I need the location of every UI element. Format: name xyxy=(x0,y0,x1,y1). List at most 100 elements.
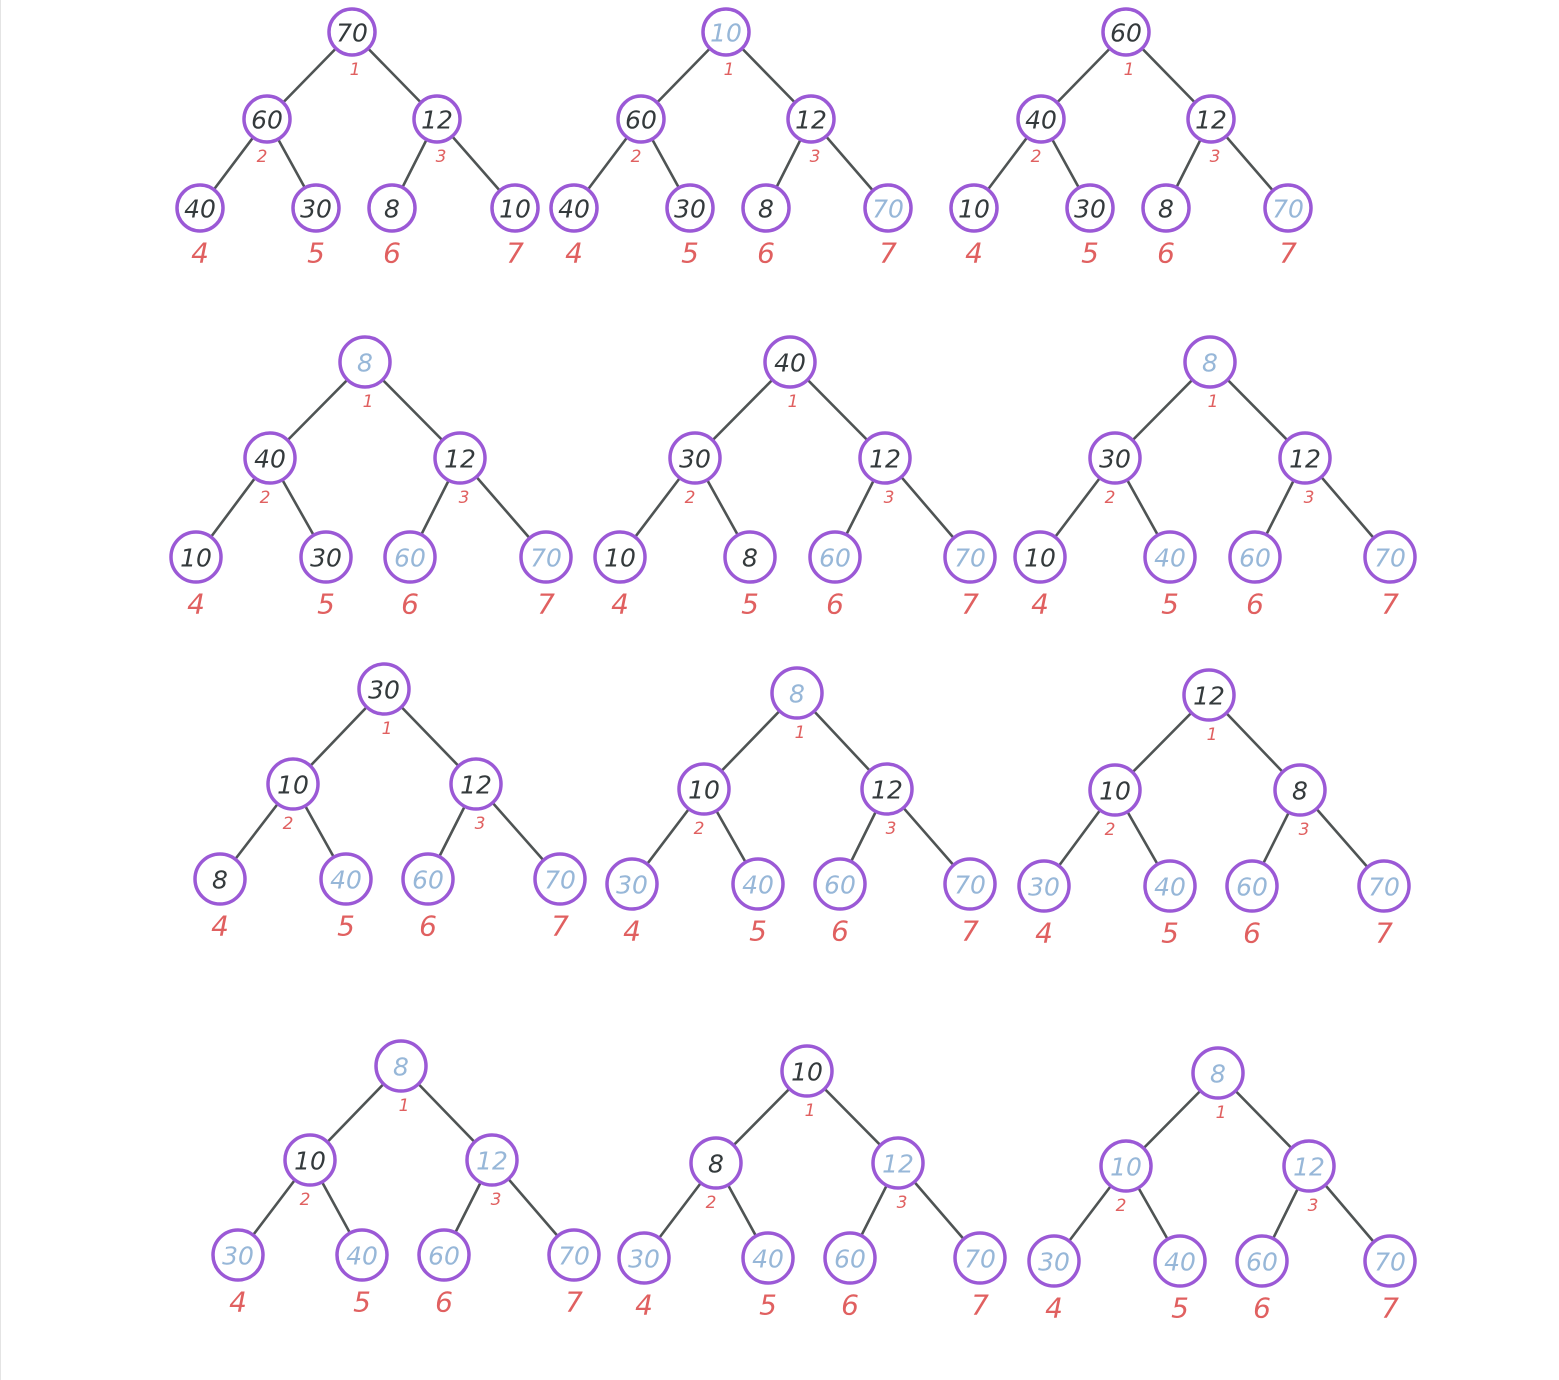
node-circle xyxy=(1153,1234,1207,1288)
position-label: 2 xyxy=(300,1190,311,1210)
heap-node: 10 xyxy=(780,1044,834,1098)
heap-node: 70 xyxy=(547,1228,601,1282)
node-circle xyxy=(412,94,462,144)
position-label: 6 xyxy=(1157,237,1175,270)
position-label: 3 xyxy=(897,1193,908,1213)
heap-node: 60 xyxy=(417,1228,471,1282)
node-value: 40 xyxy=(254,445,286,474)
node-circle xyxy=(616,94,666,144)
node-circle xyxy=(266,757,320,811)
node-value: 60 xyxy=(824,871,856,900)
position-label: 6 xyxy=(1243,917,1261,950)
position-label: 3 xyxy=(475,814,486,834)
position-label: 7 xyxy=(961,588,979,621)
heap-node: 60 xyxy=(1101,7,1151,57)
node-circle xyxy=(860,762,914,816)
position-label: 6 xyxy=(1246,588,1264,621)
node-circle xyxy=(731,857,785,911)
heap-node: 30 xyxy=(1088,431,1142,485)
node-circle xyxy=(786,94,836,144)
heap-node: 8 xyxy=(1273,763,1327,817)
node-value: 60 xyxy=(394,544,426,573)
position-label: 4 xyxy=(623,915,641,948)
node-circle xyxy=(1228,530,1282,584)
node-circle xyxy=(417,1228,471,1282)
position-label: 1 xyxy=(1216,1103,1227,1123)
node-value: 30 xyxy=(1074,195,1106,224)
node-circle xyxy=(1357,859,1411,913)
node-value: 40 xyxy=(346,1242,378,1271)
node-circle xyxy=(338,335,392,389)
heap-node: 40 xyxy=(1016,94,1066,144)
heap-node: 12 xyxy=(860,762,914,816)
node-value: 8 xyxy=(708,1150,724,1179)
node-circle xyxy=(741,1231,795,1285)
node-circle xyxy=(299,530,353,584)
position-label: 4 xyxy=(1035,917,1053,950)
node-value: 70 xyxy=(336,19,368,48)
node-value: 70 xyxy=(1374,544,1406,573)
node-value: 12 xyxy=(1293,1153,1325,1182)
heap-node: 12 xyxy=(412,94,462,144)
position-label: 1 xyxy=(382,719,393,739)
heap-node: 40 xyxy=(763,335,817,389)
node-circle xyxy=(741,183,791,233)
position-label: 6 xyxy=(419,910,437,943)
position-label: 2 xyxy=(283,814,294,834)
position-label: 6 xyxy=(841,1289,859,1322)
heap-node: 8 xyxy=(367,183,417,233)
node-circle xyxy=(949,183,999,233)
node-value: 10 xyxy=(791,1058,823,1087)
node-value: 8 xyxy=(357,349,373,378)
position-label: 7 xyxy=(565,1286,583,1319)
node-value: 70 xyxy=(1374,1248,1406,1277)
heap-node: 8 xyxy=(338,335,392,389)
node-value: 30 xyxy=(310,544,342,573)
heap-node: 12 xyxy=(1186,94,1236,144)
position-label: 7 xyxy=(1279,237,1297,270)
node-value: 40 xyxy=(558,195,590,224)
position-label: 3 xyxy=(1210,147,1221,167)
heap-node: 12 xyxy=(1282,1139,1336,1193)
node-value: 10 xyxy=(180,544,212,573)
node-circle xyxy=(943,857,997,911)
node-circle xyxy=(490,183,540,233)
position-label: 1 xyxy=(399,1096,410,1116)
node-circle xyxy=(701,7,751,57)
node-circle xyxy=(519,530,573,584)
position-label: 7 xyxy=(537,588,555,621)
node-value: 30 xyxy=(300,195,332,224)
node-circle xyxy=(1225,859,1279,913)
heap-node: 12 xyxy=(449,757,503,811)
heap-node: 30 xyxy=(357,662,411,716)
heap-node: 30 xyxy=(211,1228,265,1282)
node-value: 30 xyxy=(222,1242,254,1271)
node-circle xyxy=(593,530,647,584)
heap-node: 60 xyxy=(1225,859,1279,913)
heap-node: 70 xyxy=(953,1231,1007,1285)
position-label: 5 xyxy=(1161,917,1179,950)
node-circle xyxy=(813,857,867,911)
node-value: 8 xyxy=(212,866,228,895)
node-circle xyxy=(1088,763,1142,817)
node-circle xyxy=(357,662,411,716)
position-label: 1 xyxy=(724,60,735,80)
heap-node: 12 xyxy=(871,1136,925,1190)
position-label: 5 xyxy=(353,1286,371,1319)
node-value: 30 xyxy=(628,1245,660,1274)
heap-node: 30 xyxy=(668,431,722,485)
position-label: 6 xyxy=(831,915,849,948)
node-circle xyxy=(863,183,913,233)
node-circle xyxy=(1088,431,1142,485)
node-value: 12 xyxy=(795,106,827,135)
node-value: 12 xyxy=(476,1147,508,1176)
heap-node: 60 xyxy=(1228,530,1282,584)
node-circle xyxy=(1263,183,1313,233)
node-circle xyxy=(953,1231,1007,1285)
